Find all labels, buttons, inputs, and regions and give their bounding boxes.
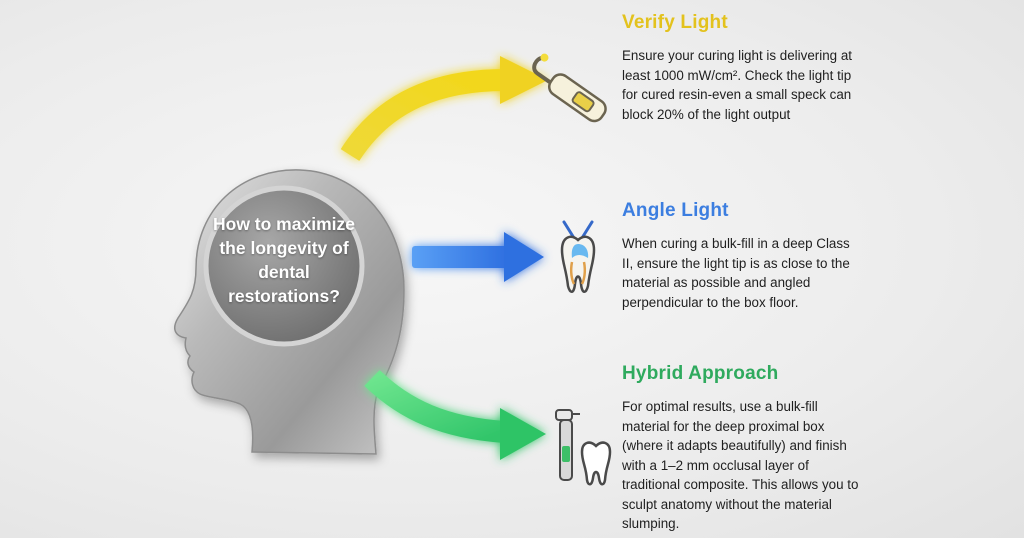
step-description: For optimal results, use a bulk-fill mat… [622, 399, 859, 531]
step-title: Hybrid Approach [622, 363, 779, 384]
brain-circle [203, 185, 365, 347]
central-question: How to maximize the longevity of dental … [213, 214, 355, 306]
step-verify-light: Verify Light Ensure your curing light is… [622, 12, 862, 124]
lit-tooth-icon [560, 220, 596, 293]
step-title: Angle Light [622, 200, 729, 221]
curing-light-icon [532, 53, 607, 123]
handpiece-and-tooth-icon [555, 409, 612, 486]
step-description: Ensure your curing light is delivering a… [622, 48, 852, 122]
arrow-green [364, 370, 546, 460]
arrow-yellow [340, 56, 548, 162]
step-angle-light: Angle Light When curing a bulk-fill in a… [622, 200, 862, 312]
step-hybrid-approach: Hybrid Approach For optimal results, use… [622, 363, 862, 534]
arrow-blue [412, 232, 544, 282]
step-title: Verify Light [622, 12, 728, 33]
step-description: When curing a bulk-fill in a deep Class … [622, 236, 850, 310]
